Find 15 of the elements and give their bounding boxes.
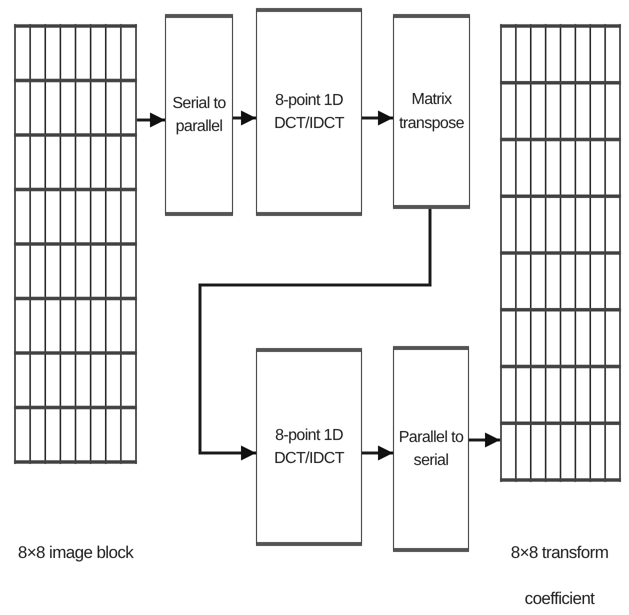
process-box: Matrix transpose [393,14,470,209]
process-box: 8-point 1D DCT/IDCT [256,348,362,546]
arrow [362,110,393,126]
process-box: Parallel to serial [393,346,469,552]
process-box: 8-point 1D DCT/IDCT [256,8,362,216]
grid-caption: 8×8 image block [16,542,135,564]
process-box: Serial to parallel [165,14,233,216]
arrow [198,209,432,460]
arrow [233,110,256,126]
grid-caption: 8×8 transform coefficient [510,542,610,610]
arrow [469,432,500,448]
grid-drawing [500,24,621,482]
arrow [137,112,165,128]
grid-drawing [14,24,137,464]
arrow [362,446,393,460]
